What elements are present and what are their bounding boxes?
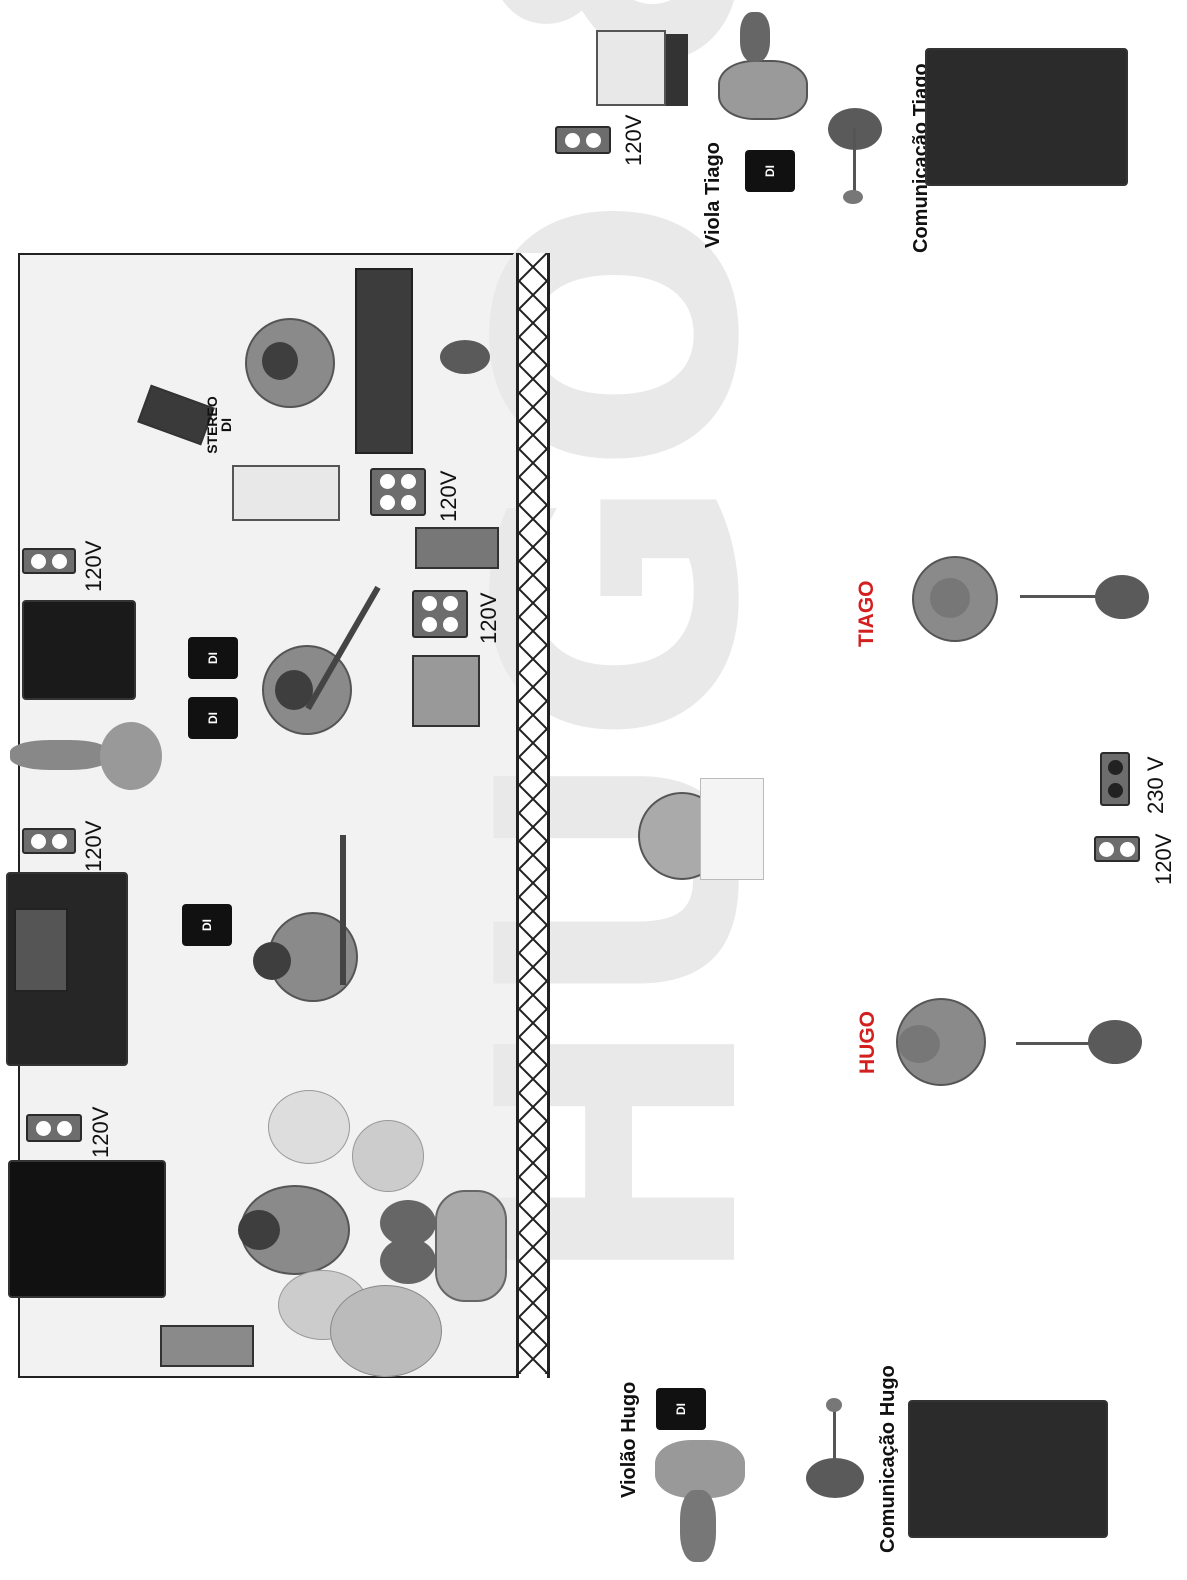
- power-outlet-icon: [22, 828, 76, 854]
- di-box-icon: DI: [188, 697, 238, 739]
- mic-stand-base-icon: [1088, 1020, 1142, 1064]
- laptop-icon: [596, 30, 666, 106]
- mic-stand-pole: [1020, 595, 1100, 598]
- violao-hugo-label: Violão Hugo: [618, 1381, 640, 1498]
- guitar-stand-icon: [100, 722, 162, 790]
- guitar-stand-icon: [718, 60, 808, 120]
- stage-box-icon: [160, 1325, 254, 1367]
- cymbal-icon: [330, 1285, 442, 1377]
- tom-drum-icon: [380, 1238, 436, 1284]
- power-outlet-icon: [26, 1114, 82, 1142]
- voltage-label: 230 V: [1143, 756, 1168, 815]
- di-box-icon: DI: [188, 637, 238, 679]
- voltage-label: 120V: [436, 470, 461, 522]
- bass-guitar-icon: [340, 835, 346, 985]
- voltage-label: 120V: [1151, 833, 1176, 885]
- mic-stand-base-icon: [1095, 575, 1149, 619]
- di-box-icon: DI: [656, 1388, 706, 1430]
- mic-stand-pole: [833, 1400, 836, 1460]
- guitar-amp-icon: [22, 600, 136, 700]
- mic-stand-pole: [1016, 1042, 1096, 1045]
- stereo-di-label: STEREO DI: [204, 396, 234, 454]
- microphone-icon: [843, 190, 863, 204]
- power-outlet-icon: [1094, 836, 1140, 862]
- laptop-screen-icon: [666, 34, 688, 106]
- power-outlet-icon: [555, 126, 611, 154]
- voltage-label: 120V: [81, 820, 106, 872]
- bass-drum-icon: [435, 1190, 507, 1302]
- guitar-icon: [680, 1490, 716, 1562]
- voltage-label: 120V: [476, 592, 501, 644]
- keyboard-icon: [355, 268, 413, 454]
- pedal-effects-icon: [412, 655, 480, 727]
- voltage-label: 120V: [88, 1106, 113, 1158]
- power-outlet-230-icon: [1100, 752, 1130, 806]
- monitor-wedge-hugo-icon: [908, 1400, 1108, 1538]
- stool-icon: [700, 778, 764, 880]
- hugo-head: [898, 1025, 940, 1063]
- microphone-icon: [826, 1398, 842, 1412]
- stage-truss: [516, 253, 550, 1378]
- subwoofer-icon: [8, 1160, 166, 1298]
- pedalboard-icon: [415, 527, 499, 569]
- bassist-head: [253, 942, 291, 980]
- mic-stand-base-icon: [806, 1458, 864, 1498]
- guitar-stand-icon: [655, 1440, 745, 1498]
- comunicacao-hugo-label: Comunicação Hugo: [877, 1365, 899, 1553]
- cymbal-icon: [268, 1090, 350, 1164]
- cymbal-icon: [352, 1120, 424, 1192]
- hugo-name-label: HUGO: [856, 1011, 879, 1074]
- power-outlet-quad-icon: [412, 590, 468, 638]
- guitar-icon: [740, 12, 770, 62]
- drummer-head: [238, 1210, 280, 1250]
- voltage-label: 120V: [81, 540, 106, 592]
- acoustic-guitar-icon: [10, 740, 110, 770]
- laptop-icon: [232, 465, 340, 521]
- mic-stand-pole: [853, 128, 856, 198]
- power-outlet-quad-icon: [370, 468, 426, 516]
- keyboard-player-head: [262, 342, 298, 380]
- tiago-head: [930, 578, 970, 618]
- bass-amp-icon: [6, 872, 128, 1066]
- viola-tiago-label: Viola Tiago: [702, 142, 724, 248]
- monitor-wedge-tiago-icon: [925, 48, 1128, 186]
- di-box-icon: DI: [745, 150, 795, 192]
- di-box-icon: DI: [182, 904, 232, 946]
- mic-stand-base-icon: [440, 340, 490, 374]
- tiago-name-label: TIAGO: [855, 580, 878, 648]
- voltage-label: 120V: [621, 114, 646, 166]
- power-outlet-icon: [22, 548, 76, 574]
